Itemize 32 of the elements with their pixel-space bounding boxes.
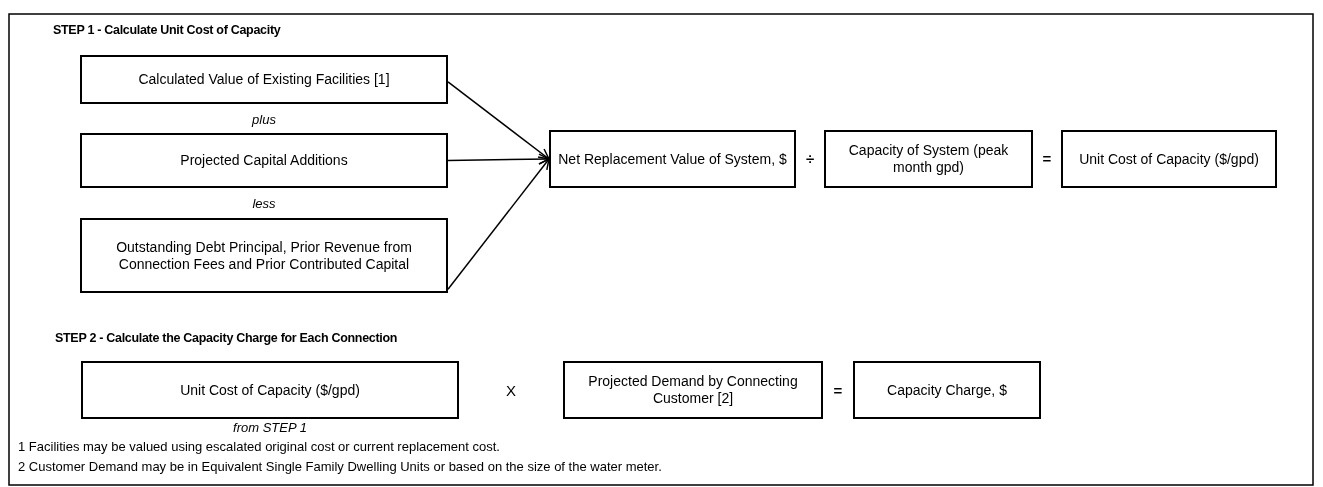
box-text: Calculated Value of Existing Facilities [1] bbox=[138, 71, 390, 88]
result-box bbox=[853, 361, 1041, 419]
process-box bbox=[563, 361, 823, 419]
process-box bbox=[81, 361, 459, 419]
footnote-text: 2 Customer Demand may be in Equivalent Single Family Dwelling Units or based on the size of the water meter. bbox=[18, 459, 662, 474]
note-text: from STEP 1 bbox=[233, 420, 307, 435]
result-box bbox=[549, 130, 796, 188]
operator-text: plus bbox=[252, 112, 276, 127]
box-text: Capacity of System (peak month gpd) bbox=[847, 142, 1010, 176]
box-text: Unit Cost of Capacity ($/gpd) bbox=[180, 381, 360, 399]
section-heading: STEP 1 - Calculate Unit Cost of Capacity bbox=[53, 22, 281, 39]
operator-symbol: = bbox=[1042, 150, 1052, 167]
box-text: Unit Cost of Capacity ($/gpd) bbox=[1079, 150, 1259, 168]
arrow bbox=[447, 81, 550, 160]
process-box bbox=[824, 130, 1033, 188]
box-text: Outstanding Debt Principal, Prior Revenue from Connection Fees and Prior Contributed Capital bbox=[115, 238, 413, 273]
box-text: Projected Demand by Connecting Customer [2] bbox=[587, 373, 799, 407]
process-box bbox=[80, 55, 448, 104]
process-box bbox=[80, 133, 448, 188]
box-text: Capacity Charge, $ bbox=[887, 381, 1007, 399]
box-text: Net Replacement Value of System, $ bbox=[558, 150, 787, 168]
box-text: Projected Capital Additions bbox=[180, 152, 348, 169]
operator-symbol: ÷ bbox=[805, 150, 815, 167]
process-box bbox=[80, 218, 448, 293]
operator-symbol: X bbox=[506, 382, 516, 399]
section-heading: STEP 2 - Calculate the Capacity Charge for Each Connection bbox=[55, 330, 398, 347]
arrow bbox=[447, 153, 550, 165]
arrow bbox=[447, 158, 550, 290]
result-box bbox=[1061, 130, 1277, 188]
operator-text: less bbox=[252, 196, 276, 211]
operator-symbol: = bbox=[833, 382, 843, 399]
footnote-text: 1 Facilities may be valued using escalated original cost or current replacement cost. bbox=[18, 439, 500, 454]
